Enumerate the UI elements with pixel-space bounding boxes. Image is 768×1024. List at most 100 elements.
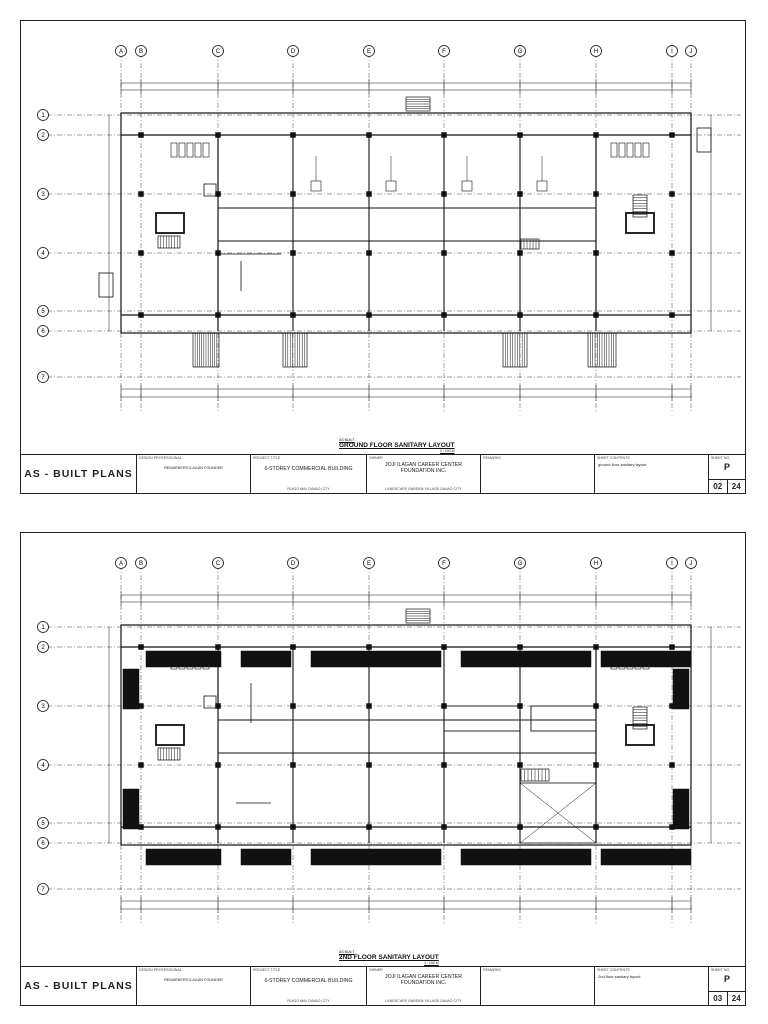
structural-column bbox=[215, 191, 221, 197]
shaft bbox=[203, 695, 217, 709]
grid-bubble bbox=[287, 45, 299, 57]
grid-bubble bbox=[666, 557, 678, 569]
structural-column bbox=[593, 191, 599, 197]
void bbox=[519, 782, 597, 844]
sheet-number: 03 bbox=[709, 992, 728, 1005]
drawing-title: GROUND FLOOR SANITARY LAYOUT bbox=[339, 442, 455, 449]
grid-bubble bbox=[37, 641, 49, 653]
grid-label: B bbox=[139, 49, 143, 55]
grid-bubble bbox=[685, 557, 697, 569]
elevator bbox=[625, 212, 655, 234]
design-professional-cell: DESIGN PROFESSIONAL REMARKERS ILAGAN FOU… bbox=[137, 967, 251, 1005]
grid-label: J bbox=[690, 49, 693, 55]
grid-bubble bbox=[37, 129, 49, 141]
discipline-code: P bbox=[723, 974, 730, 984]
wall-band bbox=[600, 848, 692, 866]
grid-label: 6 bbox=[41, 841, 45, 847]
structural-column bbox=[215, 762, 221, 768]
structural-column bbox=[290, 312, 296, 318]
grid-bubble bbox=[115, 557, 127, 569]
grid-bubble bbox=[212, 557, 224, 569]
wall-band bbox=[600, 650, 692, 668]
structural-column bbox=[366, 644, 372, 650]
structural-column bbox=[138, 132, 144, 138]
room bbox=[530, 705, 597, 732]
grid-bubble bbox=[514, 45, 526, 57]
grid-label: B bbox=[139, 561, 143, 567]
grid-bubble bbox=[135, 45, 147, 57]
grid-bubble bbox=[212, 45, 224, 57]
structural-column bbox=[215, 824, 221, 830]
drawing-caption: AS BUILT 2ND FLOOR SANITARY LAYOUT 1 : 1… bbox=[339, 950, 439, 965]
owner-cell: OWNER JOJI ILAGAN CAREER CENTER FOUNDATI… bbox=[367, 455, 481, 493]
grid-label: E bbox=[367, 561, 371, 567]
structural-column bbox=[366, 703, 372, 709]
outdoor-tank bbox=[98, 272, 114, 298]
grid-bubble bbox=[37, 325, 49, 337]
shaft bbox=[203, 183, 217, 197]
wall-band bbox=[240, 650, 292, 668]
grid-label: F bbox=[442, 49, 446, 55]
structural-column bbox=[138, 312, 144, 318]
structural-column bbox=[290, 762, 296, 768]
structural-column bbox=[215, 132, 221, 138]
grid-label: F bbox=[442, 561, 446, 567]
structural-column bbox=[441, 191, 447, 197]
grid-bubble bbox=[363, 45, 375, 57]
structural-column bbox=[366, 132, 372, 138]
grid-label: 2 bbox=[41, 645, 45, 651]
grid-bubble bbox=[37, 817, 49, 829]
structural-column bbox=[441, 824, 447, 830]
grid-bubble bbox=[37, 188, 49, 200]
project-title-cell: PROJECT TITLE 6-STOREY COMMERCIAL BUILDI… bbox=[251, 455, 367, 493]
grid-label: I bbox=[671, 561, 673, 567]
title-block: AS - BUILT PLANS DESIGN PROFESSIONAL REM… bbox=[21, 454, 745, 493]
title-block: AS - BUILT PLANS DESIGN PROFESSIONAL REM… bbox=[21, 966, 745, 1005]
structural-column bbox=[215, 644, 221, 650]
structural-column bbox=[441, 644, 447, 650]
structural-column bbox=[517, 191, 523, 197]
grid-label: D bbox=[291, 561, 296, 567]
structural-column bbox=[441, 250, 447, 256]
grid-bubble bbox=[37, 109, 49, 121]
wall-band bbox=[145, 650, 222, 668]
fixture bbox=[385, 180, 397, 192]
grid-label: G bbox=[518, 561, 523, 567]
toilet-stall bbox=[642, 142, 650, 158]
grid-label: G bbox=[518, 49, 523, 55]
grid-bubble bbox=[590, 45, 602, 57]
structural-column bbox=[517, 250, 523, 256]
wall-band bbox=[310, 848, 442, 866]
grid-label: 3 bbox=[41, 192, 45, 198]
grid-bubble bbox=[37, 837, 49, 849]
grid-bubble bbox=[590, 557, 602, 569]
structural-column bbox=[669, 132, 675, 138]
grid-bubble bbox=[135, 557, 147, 569]
grid-label: H bbox=[594, 49, 598, 55]
elevator bbox=[625, 724, 655, 746]
grid-label: 7 bbox=[41, 887, 45, 893]
structural-column bbox=[366, 191, 372, 197]
structural-column bbox=[669, 644, 675, 650]
sheet-total: 24 bbox=[731, 482, 741, 491]
toilet-stall bbox=[178, 142, 186, 158]
toilet-stall bbox=[202, 142, 210, 158]
grid-label: 1 bbox=[41, 113, 45, 119]
grid-bubble bbox=[666, 45, 678, 57]
structural-column bbox=[593, 762, 599, 768]
grid-label: 1 bbox=[41, 625, 45, 631]
wall-band bbox=[672, 668, 690, 710]
grid-label: C bbox=[216, 561, 221, 567]
grid-bubble bbox=[438, 45, 450, 57]
grid-bubble bbox=[37, 371, 49, 383]
structural-column bbox=[366, 762, 372, 768]
structural-column bbox=[290, 132, 296, 138]
toilet-stall bbox=[610, 142, 618, 158]
wall-band bbox=[310, 650, 442, 668]
building-outline bbox=[120, 112, 692, 334]
drawing-caption: AS BUILT GROUND FLOOR SANITARY LAYOUT 1 … bbox=[339, 438, 455, 453]
grid-bubble bbox=[37, 247, 49, 259]
sheet-contents-cell: SHEET CONTENTS 2nd floor sanitary layout bbox=[595, 967, 709, 1005]
